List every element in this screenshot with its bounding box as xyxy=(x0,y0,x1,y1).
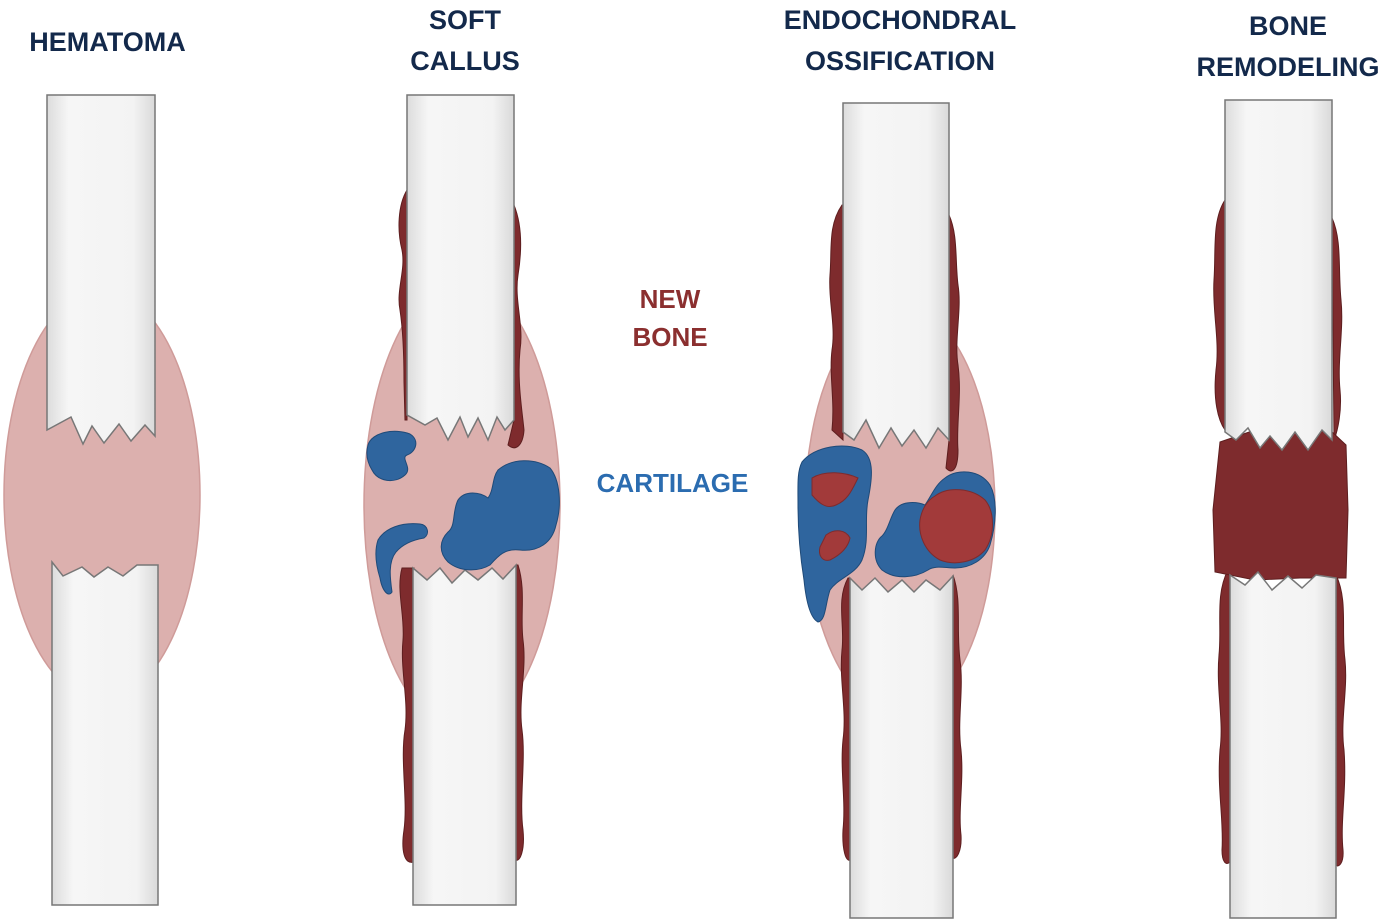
ossification-center xyxy=(920,490,993,563)
stage-bone-remodeling xyxy=(1213,100,1348,918)
new-bone-strip xyxy=(841,578,850,860)
stage-hematoma xyxy=(4,95,200,905)
upper-bone-fragment xyxy=(47,95,155,444)
remodeled-callus xyxy=(1213,430,1348,580)
new-bone-strip xyxy=(1214,200,1225,430)
upper-bone-fragment xyxy=(843,103,949,448)
new-bone-strip xyxy=(1336,575,1346,866)
lower-bone-fragment xyxy=(850,576,953,918)
new-bone-strip xyxy=(1332,218,1342,440)
stage-soft-callus xyxy=(364,95,560,905)
new-bone-strip xyxy=(1218,570,1230,864)
lower-bone-fragment xyxy=(413,565,516,905)
upper-bone-fragment xyxy=(1225,100,1332,450)
lower-bone-fragment xyxy=(52,562,158,905)
new-bone-strip xyxy=(400,568,414,862)
lower-bone-fragment xyxy=(1230,572,1336,918)
upper-bone-fragment xyxy=(407,95,514,440)
stage-endochondral-ossification xyxy=(798,103,995,918)
